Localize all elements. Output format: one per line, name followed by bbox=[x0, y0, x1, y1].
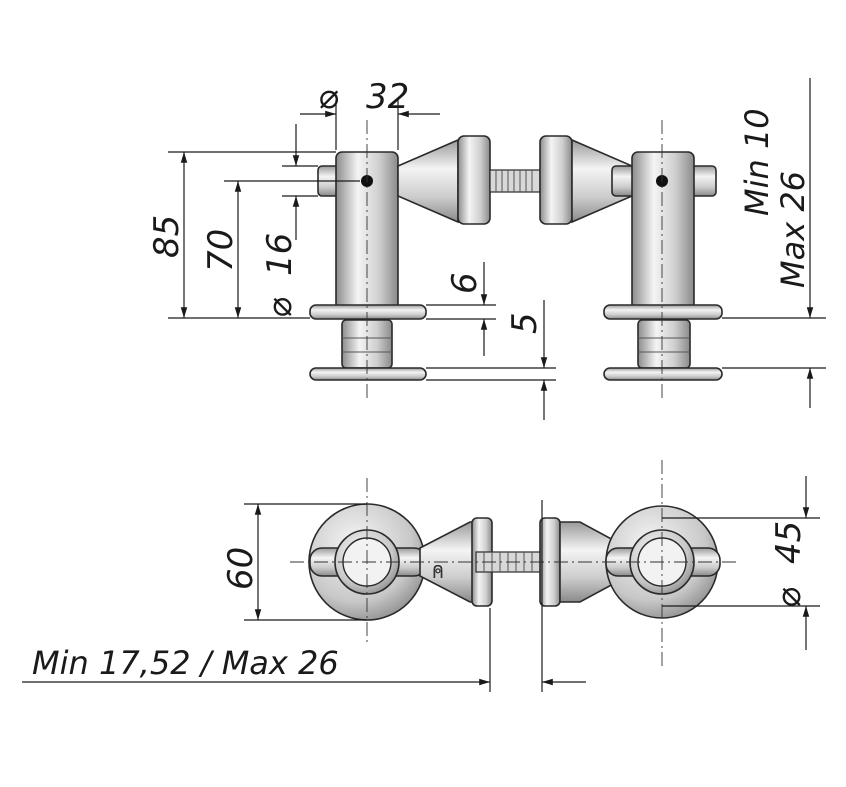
diameter-symbol: ⌀ bbox=[318, 77, 339, 117]
dim-height-70: 70 bbox=[201, 180, 360, 318]
dim-min-10-label: Min 10 bbox=[738, 108, 776, 216]
plan-view: ⍝ 60 bbox=[22, 460, 820, 692]
set-screw-symbol: ⍝ bbox=[432, 559, 444, 583]
diameter-symbol-45: ⌀ bbox=[769, 587, 809, 608]
dim-85-label: 85 bbox=[147, 215, 187, 258]
dim-diameter-45: ⌀ 45 bbox=[662, 476, 820, 650]
right-fitting-elevation bbox=[539, 135, 723, 381]
dim-5-label: 5 bbox=[505, 312, 545, 334]
left-fitting-elevation bbox=[309, 135, 491, 381]
threaded-rod-elevation bbox=[489, 169, 541, 193]
dim-height-85: 85 bbox=[147, 151, 336, 319]
dim-diameter-16: ⌀ 16 bbox=[260, 124, 318, 318]
dim-diameter-32: ⌀ 32 bbox=[300, 77, 440, 150]
elevation-view: ⌀ 32 85 70 ⌀ 16 bbox=[147, 77, 826, 420]
dim-max-26-label: Max 26 bbox=[774, 171, 812, 288]
dim-32-label: 32 bbox=[366, 77, 409, 117]
dim-span-label: Min 17,52 / Max 26 bbox=[32, 644, 339, 682]
dim-gap-range: Min 10 Max 26 bbox=[722, 78, 826, 408]
dim-thickness-6: 6 bbox=[426, 262, 496, 356]
dim-6-label: 6 bbox=[445, 272, 485, 294]
dim-45-label: 45 bbox=[769, 521, 809, 564]
dim-span-range: Min 17,52 / Max 26 bbox=[22, 500, 586, 692]
dim-60-label: 60 bbox=[221, 547, 261, 590]
dim-16-label: 16 bbox=[260, 233, 300, 276]
dim-70-label: 70 bbox=[201, 229, 241, 272]
diameter-symbol-16: ⌀ bbox=[260, 297, 300, 318]
dim-thickness-5: 5 bbox=[426, 300, 556, 420]
dim-width-60: 60 bbox=[221, 503, 367, 621]
